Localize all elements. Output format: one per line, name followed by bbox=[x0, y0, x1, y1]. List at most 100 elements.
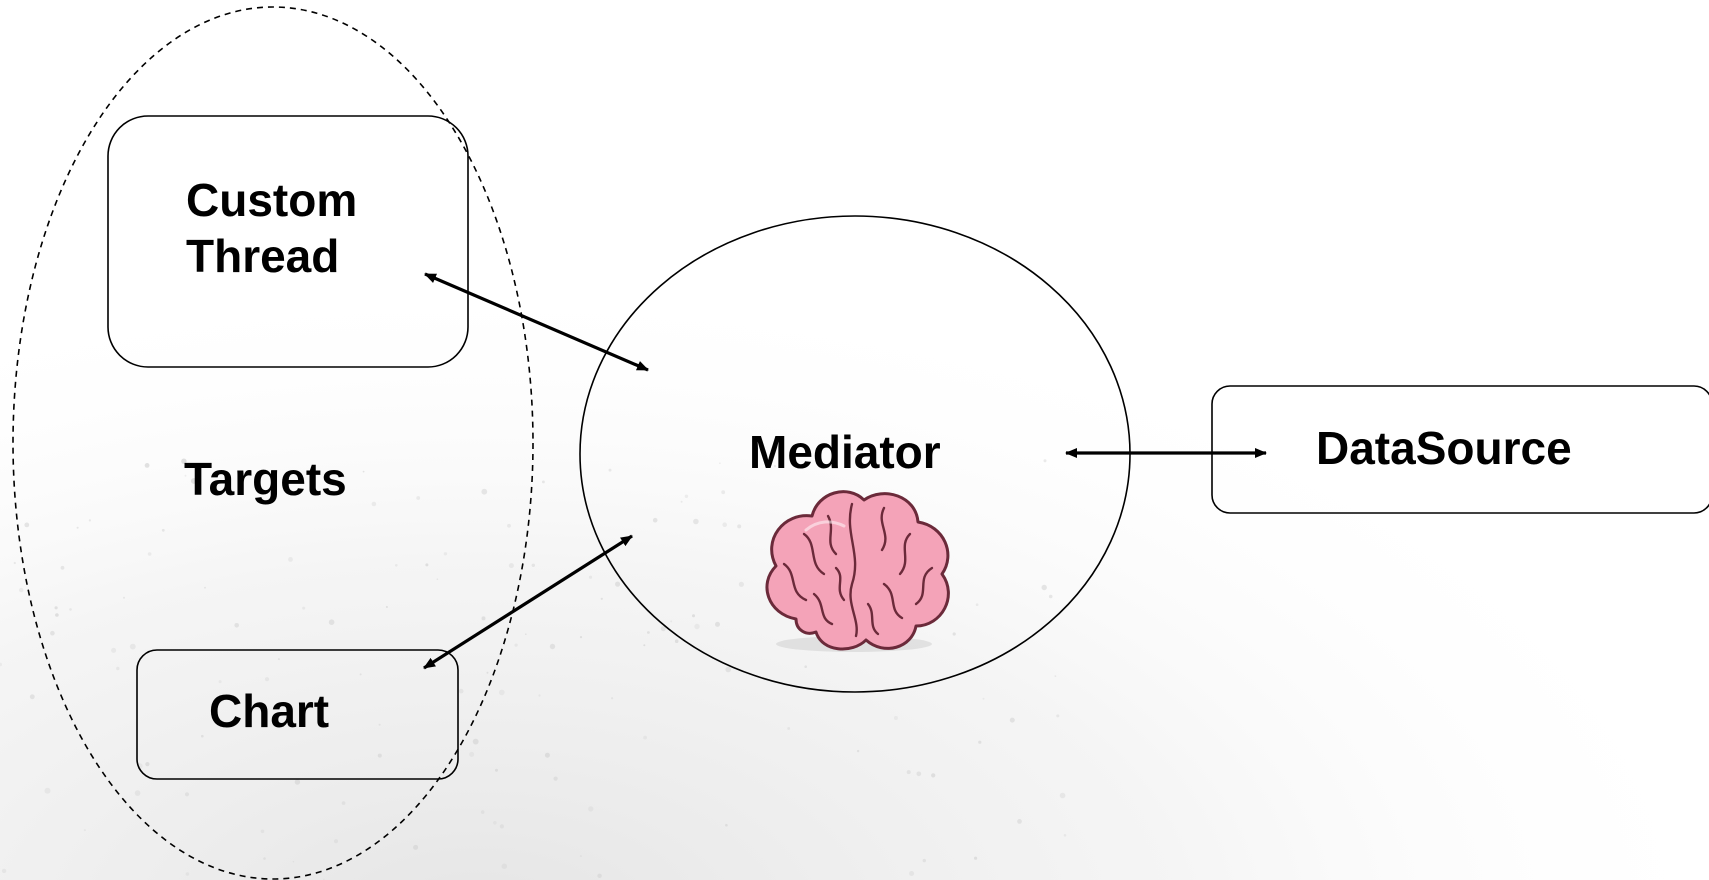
speckle bbox=[184, 792, 190, 797]
speckle bbox=[263, 857, 266, 860]
speckle bbox=[378, 723, 381, 726]
speckle bbox=[693, 518, 699, 525]
speckle bbox=[922, 858, 926, 863]
speckle bbox=[722, 522, 727, 527]
speckle bbox=[916, 771, 922, 777]
speckle bbox=[982, 697, 985, 700]
speckle bbox=[549, 643, 556, 650]
speckle bbox=[362, 470, 365, 473]
speckle bbox=[264, 677, 270, 682]
speckle bbox=[553, 776, 558, 781]
speckle bbox=[218, 680, 222, 684]
speckle bbox=[597, 873, 602, 878]
arrow-chart-mediator bbox=[423, 534, 633, 670]
speckle bbox=[234, 623, 239, 628]
speckle bbox=[147, 552, 152, 556]
speckle bbox=[499, 689, 505, 696]
speckle bbox=[514, 643, 518, 647]
speckle bbox=[145, 762, 150, 767]
custom-thread-label: Custom Thread bbox=[186, 172, 446, 284]
speckle bbox=[123, 596, 125, 599]
speckle bbox=[674, 639, 679, 643]
speckle bbox=[588, 806, 594, 812]
speckle bbox=[341, 801, 346, 805]
speckle bbox=[481, 488, 488, 495]
targets-label: Targets bbox=[184, 453, 347, 505]
speckle bbox=[1, 868, 7, 874]
targets-group-outline bbox=[12, 6, 534, 880]
speckle bbox=[737, 524, 742, 529]
speckle bbox=[469, 751, 475, 757]
speckle bbox=[385, 606, 388, 608]
speckle bbox=[161, 528, 165, 532]
speckle bbox=[76, 526, 79, 529]
speckle bbox=[978, 740, 982, 744]
speckle bbox=[542, 480, 545, 484]
speckle bbox=[294, 779, 301, 785]
speckle bbox=[260, 829, 265, 834]
speckle bbox=[643, 735, 647, 740]
speckle bbox=[19, 587, 24, 593]
speckle bbox=[579, 636, 583, 639]
speckle bbox=[1063, 834, 1067, 837]
speckle bbox=[615, 581, 621, 587]
speckle bbox=[531, 563, 535, 567]
speckle bbox=[288, 557, 293, 562]
speckle bbox=[893, 716, 898, 720]
speckle bbox=[425, 563, 429, 567]
speckle bbox=[181, 458, 187, 464]
speckle bbox=[201, 734, 204, 738]
speckle bbox=[277, 658, 280, 661]
speckle bbox=[333, 839, 339, 844]
speckle bbox=[684, 494, 689, 498]
speckle bbox=[495, 768, 498, 772]
speckle bbox=[1041, 584, 1047, 591]
speckle bbox=[190, 478, 197, 484]
speckle bbox=[88, 519, 91, 522]
speckle bbox=[204, 586, 206, 589]
speckle bbox=[83, 829, 86, 832]
speckle bbox=[54, 606, 58, 610]
speckle bbox=[909, 871, 915, 876]
speckle bbox=[738, 581, 745, 587]
speckle bbox=[773, 465, 777, 468]
speckle bbox=[377, 753, 382, 758]
speckle bbox=[443, 552, 448, 556]
speckle bbox=[111, 647, 117, 653]
speckle bbox=[1056, 714, 1060, 718]
speckle bbox=[302, 606, 306, 610]
speckle bbox=[44, 787, 51, 794]
speckle bbox=[359, 673, 362, 676]
speckle bbox=[247, 695, 252, 700]
custom-thread-box bbox=[107, 115, 469, 368]
speckle bbox=[55, 613, 59, 617]
speckle bbox=[952, 632, 956, 636]
speckle bbox=[436, 578, 439, 580]
speckle bbox=[974, 856, 978, 860]
speckle bbox=[0, 662, 2, 667]
datasource-label: DataSource bbox=[1316, 422, 1572, 474]
speckle bbox=[1048, 594, 1053, 599]
speckle bbox=[493, 821, 497, 825]
speckle bbox=[670, 620, 673, 623]
speckle bbox=[643, 644, 646, 647]
speckle bbox=[29, 694, 35, 700]
speckle bbox=[1043, 459, 1047, 463]
speckle bbox=[680, 500, 683, 503]
speckle bbox=[652, 517, 658, 523]
speckle bbox=[931, 773, 936, 778]
speckle bbox=[144, 463, 150, 468]
speckle bbox=[856, 749, 860, 753]
speckle bbox=[1017, 819, 1022, 824]
speckle bbox=[719, 462, 721, 465]
speckle bbox=[116, 666, 120, 671]
speckle bbox=[507, 523, 511, 528]
speckle bbox=[588, 575, 593, 579]
speckle bbox=[481, 616, 486, 621]
speckle bbox=[129, 643, 136, 650]
speckle bbox=[725, 823, 728, 827]
speckle bbox=[69, 608, 72, 611]
speckle bbox=[608, 468, 612, 472]
